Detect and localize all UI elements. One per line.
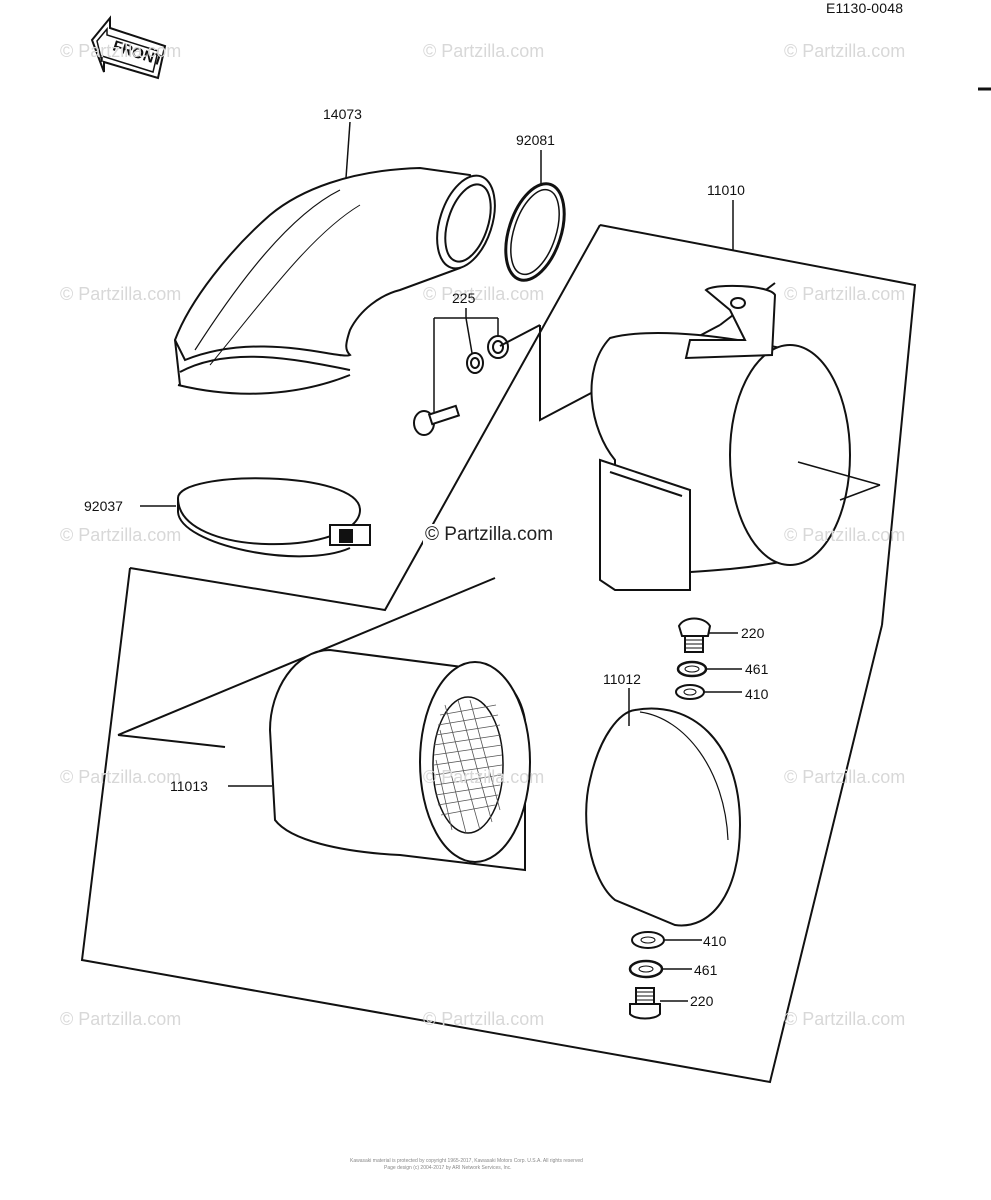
part-label-410-lower[interactable]: 410 [703,933,727,949]
hose-clamp-92037 [176,477,371,558]
part-label-92037[interactable]: 92037 [84,498,123,514]
watermark: © Partzilla.com [423,1009,545,1029]
watermark: © Partzilla.com [60,525,182,545]
part-label-11012[interactable]: 11012 [603,671,641,687]
watermark: © Partzilla.com [60,284,182,304]
part-label-220-lower[interactable]: 220 [690,993,714,1009]
part-label-11010[interactable]: 11010 [707,182,745,198]
copyright-line: Kawasaki material is protected by copyri… [350,1158,583,1164]
watermark: © Partzilla.com [423,284,545,304]
watermark: © Partzilla.com [784,1009,906,1029]
lower-bolt-220 [629,987,661,1020]
watermark: © Partzilla.com [423,767,545,787]
part-label-11013[interactable]: 11013 [170,778,208,794]
bolt-and-washers-225 [413,335,509,436]
part-label-225[interactable]: 225 [452,290,476,306]
watermark: © Partzilla.com [784,41,906,61]
leader-14073 [345,121,351,179]
filter-element-11013 [268,648,531,872]
air-duct-14073 [173,166,496,395]
part-label-92081[interactable]: 92081 [516,132,555,148]
part-label-14073[interactable]: 14073 [323,106,362,122]
part-label-220-upper[interactable]: 220 [741,625,765,641]
watermark: © Partzilla.com [60,767,182,787]
watermark: © Partzilla.com [784,284,906,304]
part-label-410-upper[interactable]: 410 [745,686,769,702]
filter-mesh [433,699,503,834]
watermark-center: © Partzilla.com [423,524,556,546]
watermark: © Partzilla.com [784,525,906,545]
watermark: © Partzilla.com [60,1009,182,1029]
diagram-code: E1130-0048 [826,0,904,16]
air-cleaner-housing-11010 [590,284,851,591]
page-design-line: Page design (c) 2004-2017 by ARI Network… [384,1165,512,1171]
watermark: © Partzilla.com [60,41,182,61]
front-arrow-icon: FRONT [90,15,167,80]
part-label-461-lower[interactable]: 461 [694,962,718,978]
upper-bolt-220 [677,617,712,653]
part-label-461-upper[interactable]: 461 [745,661,769,677]
watermark: © Partzilla.com [423,41,545,61]
housing-internal-lines [797,461,881,501]
watermark: © Partzilla.com [784,767,906,787]
o-ring-92081 [504,182,566,282]
end-cap-11012 [585,707,742,927]
leader-225 [433,308,499,412]
